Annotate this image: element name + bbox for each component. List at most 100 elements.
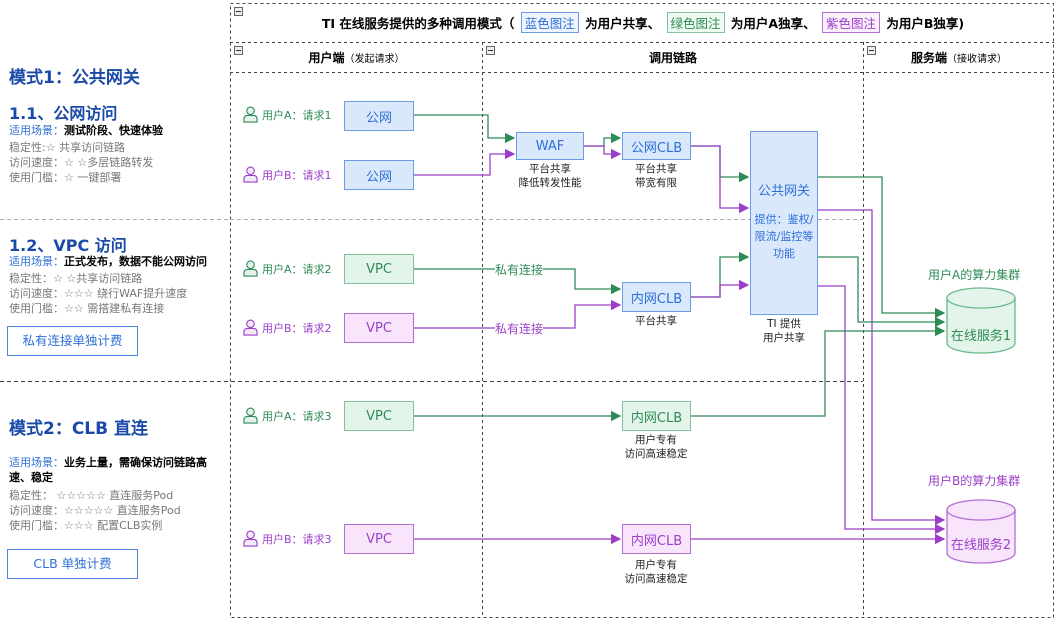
line-a1-waf [414, 114, 516, 144]
gateway-desc: 提供：鉴权/限流/监控等功能 [754, 213, 814, 260]
attr-threshold: 使用门槛：☆ 一键部署 [9, 171, 122, 184]
inner-clb-b-caption: 用户专有访问高速稳定 [606, 558, 706, 586]
vpc-node-b2[interactable]: VPC [344, 313, 414, 343]
user-label: 用户A：请求1 [262, 108, 332, 122]
user-icon [243, 530, 258, 547]
user-a-request-2: 用户A：请求2 [243, 260, 332, 277]
caption-line: TI 提供 [767, 318, 801, 330]
waf-node[interactable]: WAF [516, 132, 584, 160]
caption-line: 访问高速稳定 [624, 573, 688, 585]
caption-line: 用户共享 [763, 332, 805, 344]
lane-label: 服务端 [910, 51, 947, 65]
mode1-sub2-title: 1.2、VPC 访问 [9, 236, 127, 255]
online-service-1[interactable]: 在线服务1 [950, 329, 1012, 344]
user-label: 用户B：请求3 [262, 532, 332, 546]
gateway-title: 公共网关 [757, 184, 810, 199]
caption-line: 用户专有 [635, 559, 677, 571]
caption-line: 降低转发性能 [518, 177, 582, 189]
mode2-scene: 适用场景：业务上量，需确保访问链路高速、稳定 [9, 455, 207, 485]
collapse-icon[interactable] [234, 7, 243, 16]
attr-speed: 访问速度：☆ ☆多层链路转发 [9, 156, 154, 169]
line-clb-gw-b [691, 145, 750, 214]
lane-header-chain: 调用链路 [483, 49, 863, 66]
user-label: 用户A：请求3 [262, 409, 332, 423]
line-b1-waf [414, 148, 516, 176]
line-gw-svc1-a2 [818, 256, 946, 328]
public-clb-caption: 平台共享带宽有限 [606, 162, 706, 190]
legend-purple: 紫色图注 [821, 12, 880, 33]
collapse-icon[interactable] [867, 46, 876, 55]
mode1-sub1-title: 1.1、公网访问 [9, 104, 118, 123]
caption-line: 平台共享 [635, 163, 677, 175]
lane-sub: （接收请求） [947, 54, 1007, 65]
user-b-request-2: 用户B：请求2 [243, 319, 332, 336]
attr-stability: 稳定性：☆ ☆共享访问链路 [9, 272, 143, 285]
line-gw-svc1-a [818, 176, 946, 319]
gateway-caption: TI 提供用户共享 [734, 317, 834, 345]
collapse-icon[interactable] [234, 46, 243, 55]
public-net-node-a[interactable]: 公网 [344, 101, 414, 131]
vpc-node-a2[interactable]: VPC [344, 254, 414, 284]
user-icon [243, 166, 258, 183]
clb-fee-button[interactable]: CLB 单独计费 [7, 549, 138, 579]
line-waf-clb-b [584, 145, 622, 160]
user-label: 用户B：请求1 [262, 168, 332, 182]
public-net-node-b[interactable]: 公网 [344, 160, 414, 190]
inner-clb-shared-caption: 平台共享 [606, 314, 706, 328]
inner-clb-b-node[interactable]: 内网CLB [622, 524, 691, 554]
inner-clb-shared-node[interactable]: 内网CLB [622, 282, 691, 312]
private-link-label-a: 私有连接 [495, 261, 544, 278]
cluster-b-label: 用户B的算力集群 [928, 474, 1021, 488]
caption-line: 带宽有限 [635, 177, 677, 189]
legend-blue: 蓝色图注 [520, 12, 579, 33]
caption-line: 用户专有 [635, 434, 677, 446]
user-a-request-1: 用户A：请求1 [243, 106, 332, 123]
mode1-sub1-attrs: 稳定性:☆ 共享访问链路 访问速度：☆ ☆多层链路转发 使用门槛：☆ 一键部署 [9, 140, 153, 185]
lane-header-server: 服务端（接收请求） [864, 49, 1054, 66]
caption-line: 平台共享 [635, 315, 677, 327]
mode1-title: 模式1：公共网关 [9, 68, 140, 88]
scene-value: 业务上量，需确保访问链路高 [64, 456, 207, 469]
attr-speed: 访问速度：☆☆☆☆☆ 直连服务Pod [9, 504, 181, 517]
public-gateway-node[interactable]: 公共网关 提供：鉴权/限流/监控等功能 [750, 131, 818, 315]
line-iclb-gw-b [691, 279, 750, 298]
line-a3clb-svc1 [691, 325, 946, 417]
mode2-attrs: 稳定性： ☆☆☆☆☆ 直连服务Pod 访问速度：☆☆☆☆☆ 直连服务Pod 使用… [9, 488, 181, 533]
vpc-node-a3[interactable]: VPC [344, 401, 414, 431]
vpc-node-b3[interactable]: VPC [344, 524, 414, 554]
lane-label: 用户端 [308, 51, 345, 65]
user-label: 用户A：请求2 [262, 262, 332, 276]
private-link-fee-button[interactable]: 私有连接单独计费 [7, 326, 138, 356]
scene-value: 正式发布，数据不能公网访问 [64, 255, 207, 268]
user-icon [243, 260, 258, 277]
service-1-cylinder [946, 287, 1016, 354]
attr-stability: 稳定性:☆ 共享访问链路 [9, 141, 126, 154]
user-a-request-3: 用户A：请求3 [243, 407, 332, 424]
waf-caption: 平台共享降低转发性能 [500, 162, 600, 190]
public-clb-node[interactable]: 公网CLB [622, 132, 691, 160]
line-waf-clb-a [584, 132, 622, 147]
inner-clb-a-node[interactable]: 内网CLB [622, 401, 691, 431]
mode2-title: 模式2：CLB 直连 [9, 419, 149, 439]
diagram-title: TI 在线服务提供的多种调用模式（ 蓝色图注 为用户共享、 绿色图注 为用户A独… [232, 12, 1054, 33]
title-prefix: TI 在线服务提供的多种调用模式（ [321, 16, 515, 31]
legend-green-text: 为用户A独享、 [730, 16, 816, 31]
user-b-request-1: 用户B：请求1 [243, 166, 332, 183]
legend-green: 绿色图注 [666, 12, 725, 33]
line-gw-svc2-b [818, 209, 946, 526]
online-service-2[interactable]: 在线服务2 [950, 538, 1012, 553]
scene-value: 速、稳定 [9, 471, 53, 484]
attr-threshold: 使用门槛：☆☆ 需搭建私有连接 [9, 302, 165, 315]
mode1-sub2-scene: 适用场景：正式发布，数据不能公网访问 [9, 253, 207, 269]
service-2-cylinder [946, 499, 1016, 564]
collapse-icon[interactable] [486, 46, 495, 55]
lane-label: 调用链路 [648, 51, 697, 65]
line-a2-clb [414, 268, 622, 295]
line-b2-clb [414, 299, 622, 329]
user-icon [243, 106, 258, 123]
scene-key: 适用场景： [9, 124, 64, 137]
private-link-label-b: 私有连接 [495, 320, 544, 337]
line-gw-svc2-b2 [818, 285, 946, 535]
caption-line: 平台共享 [529, 163, 571, 175]
